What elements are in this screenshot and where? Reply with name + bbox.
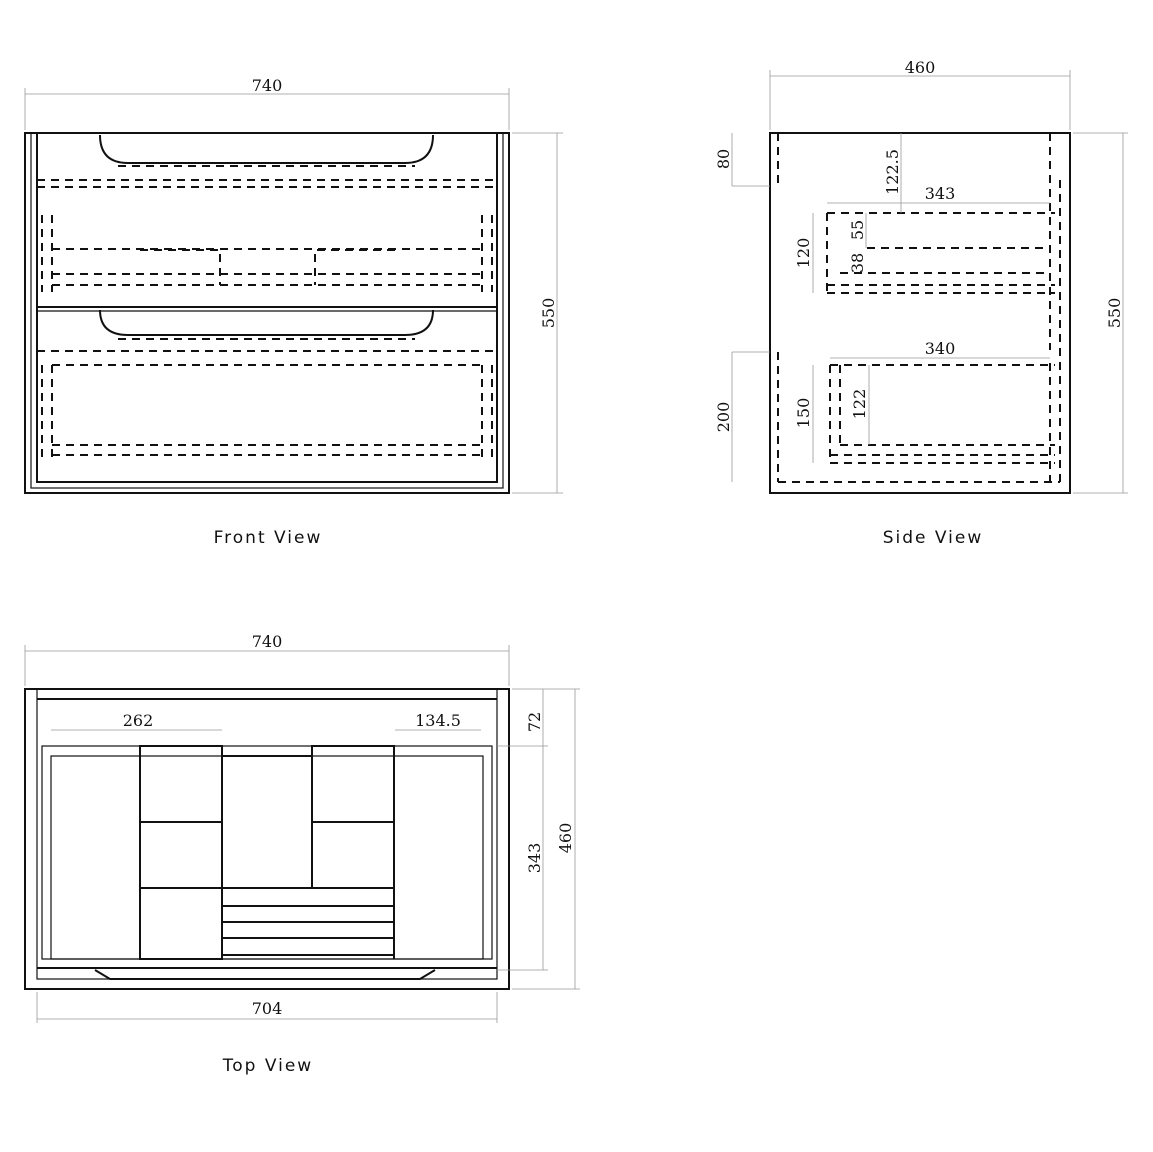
- top-width-label: 740: [252, 632, 283, 651]
- upper-drawer-depth-label: 343: [925, 184, 956, 203]
- left-section-label: 262: [123, 711, 154, 730]
- inner-width-label: 704: [252, 999, 283, 1018]
- side-depth-label: 460: [905, 58, 936, 77]
- offset-top-label: 122.5: [883, 149, 902, 195]
- lower-drawer-depth-label: 340: [925, 339, 956, 358]
- upper-inner-a-label: 55: [848, 220, 867, 240]
- upper-drawer-height-label: 120: [794, 238, 813, 269]
- lower-drawer-height-label: 150: [794, 398, 813, 429]
- side-view-caption: Side View: [883, 528, 984, 548]
- front-view-caption: Front View: [214, 528, 323, 548]
- top-depth-label: 460: [556, 823, 575, 854]
- top-rail-label: 80: [714, 149, 733, 169]
- right-section-label: 134.5: [415, 711, 461, 730]
- drawer-depth-label: 343: [525, 843, 544, 874]
- side-height-label: 550: [1105, 298, 1124, 329]
- back-gap-label: 72: [525, 712, 544, 732]
- top-view: 740 262 134.5 72 343 460 704 Top View: [24, 632, 580, 1076]
- side-view: 460 550 80 122.5 343 120 55 38 340 200 1…: [714, 58, 1128, 548]
- upper-inner-b-label: 38: [848, 253, 867, 273]
- front-width-label: 740: [252, 76, 283, 95]
- lower-inner-label: 122: [850, 389, 869, 420]
- front-view: 740 550 Front View: [24, 76, 563, 548]
- plinth-label: 200: [714, 402, 733, 433]
- front-height-label: 550: [539, 298, 558, 329]
- top-view-caption: Top View: [222, 1056, 313, 1076]
